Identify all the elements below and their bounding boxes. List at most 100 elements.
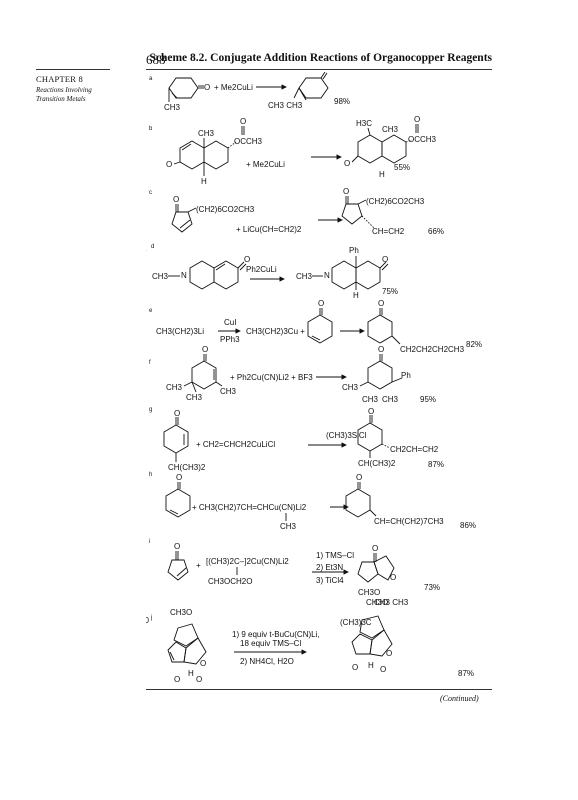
footer-rule — [146, 689, 492, 690]
entry-7-product-sub: CH2CH=CH2 — [390, 445, 439, 454]
svg-text:O: O — [204, 83, 210, 92]
entry-1-ring — [168, 77, 199, 99]
svg-text:O: O — [390, 573, 396, 582]
svg-text:O: O — [173, 195, 179, 204]
entry-10-sup: j — [150, 615, 152, 621]
entry-2: 2 b O CH3 H OCCH3 O + Me2CuLi O H3C CH3 … — [146, 115, 437, 186]
entry-4-product-ring-a — [331, 260, 357, 290]
svg-text:O: O — [166, 160, 172, 169]
entry-3-product-sub2: CH=CH2 — [372, 227, 405, 236]
header-rule — [146, 69, 492, 70]
svg-text:O: O — [372, 544, 378, 553]
entry-8-label: 8 — [146, 473, 147, 482]
entry-3-reagent: + LiCu(CH=CH2)2 — [236, 225, 302, 234]
entry-9-step-1: 1) TMS–Cl — [316, 551, 354, 560]
entry-10-label: 10 — [146, 616, 149, 625]
svg-text:O: O — [200, 659, 206, 668]
entry-10-step-2: 18 equiv TMS–Cl — [240, 639, 301, 648]
entry-7-start-sub: CH(CH3)2 — [168, 463, 206, 472]
entry-8: 8 h O + CH3(CH2)7CH=CHCu(CN)Li2 CH3 O CH… — [146, 472, 476, 531]
entry-4-product-h: H — [353, 291, 359, 300]
entry-6-product-ring — [367, 360, 393, 390]
entry-4-n-sub: CH3 — [152, 272, 169, 281]
entry-6-sub1: CH3 — [166, 383, 183, 392]
page-number: 688 — [146, 52, 166, 67]
entry-9-product-ring-b — [373, 555, 395, 581]
entry-2-ester: OCCH3 — [234, 137, 263, 146]
svg-text:O: O — [344, 159, 350, 168]
svg-text:O: O — [202, 345, 208, 354]
entry-2-start-sub: CH3 — [198, 129, 215, 138]
svg-text:O: O — [176, 473, 182, 482]
entry-6-sub2: CH3 — [186, 393, 203, 402]
entry-3-start-sub: (CH2)6CO2CH3 — [196, 205, 255, 214]
entry-2-product-h: H — [379, 170, 385, 179]
entry-9-step-2: 2) Et3N — [316, 563, 343, 572]
entry-9-label: 9 — [146, 540, 147, 549]
entry-4-sup: d — [151, 244, 154, 250]
svg-text:O: O — [174, 675, 180, 684]
entry-10-h: H — [188, 669, 194, 678]
entry-9-reagent-sub: CH3OCH2O — [208, 577, 252, 586]
svg-text:+: + — [196, 561, 201, 570]
entry-5-product-sub: CH2CH2CH2CH3 — [400, 345, 465, 354]
svg-text:N: N — [324, 271, 330, 280]
reaction-scheme: 1 a O CH3 + Me2CuLi O CH3 CH3 98% 2 b O … — [146, 72, 482, 684]
entry-4-ring-b — [213, 260, 239, 290]
entry-10-yield: 87% — [458, 669, 474, 678]
entry-8-product-ring — [345, 488, 371, 518]
entry-10-product-ring-b — [351, 633, 373, 655]
svg-text:O: O — [318, 299, 324, 308]
svg-text:O: O — [378, 299, 384, 308]
entry-8-reagent: + CH3(CH2)7CH=CHCu(CN)Li2 — [192, 503, 307, 512]
entry-3-yield: 66% — [428, 227, 444, 236]
entry-7-sup: g — [149, 407, 152, 413]
svg-text:O: O — [368, 407, 374, 416]
entry-4-reagent: Ph2CuLi — [246, 265, 277, 274]
entry-2-yield: 55% — [394, 163, 410, 172]
scheme-title: Scheme 8.2. Conjugate Addition Reactions… — [149, 52, 492, 64]
entry-10-product-ring-a — [359, 615, 385, 639]
entry-4-label: 4 — [146, 245, 147, 254]
entry-10-step-3: 2) NH4Cl, H2O — [240, 657, 294, 666]
svg-text:O: O — [174, 542, 180, 551]
entry-4-yield: 75% — [382, 287, 398, 296]
entry-7-reagent: + CH2=CHCH2CuLiCl — [196, 440, 275, 449]
entry-2-h: H — [201, 177, 207, 186]
entry-7-yield: 87% — [428, 460, 444, 469]
entry-1: 1 a O CH3 + Me2CuLi O CH3 CH3 98% — [146, 72, 350, 112]
entry-6-sub3: CH3 — [220, 387, 237, 396]
entry-2-product-ring-a — [357, 134, 383, 164]
entry-8-yield: 86% — [460, 521, 476, 530]
sidebar-rule — [36, 69, 110, 70]
entry-9-ring — [167, 559, 189, 581]
entry-6: 6 f O CH3 CH3 CH3 + Ph2Cu(CN)Li2 + BF3 O… — [146, 345, 436, 404]
svg-text:O: O — [244, 255, 250, 264]
entry-4-product-ring-b — [355, 260, 381, 290]
entry-5-product-ring — [367, 314, 393, 344]
entry-5-cuprate: CH3(CH2)3Cu + — [246, 327, 305, 336]
svg-text:O: O — [382, 255, 388, 264]
entry-2-label: 2 — [146, 127, 147, 136]
entry-9-product-sub2: CH3 CH3 — [374, 598, 409, 607]
entry-2-product-me2: CH3 — [382, 125, 399, 134]
entry-9: 9 i O + [(CH3)2C–]2Cu(CN)Li2 CH3OCH2O 1)… — [146, 539, 440, 607]
entry-9-reagent: [(CH3)2C–]2Cu(CN)Li2 — [206, 557, 289, 566]
svg-text:O: O — [325, 72, 331, 74]
entry-2-product-ester: OCCH3 — [408, 135, 437, 144]
entry-2-ring-b — [203, 140, 229, 170]
entry-8-product-sub: CH=CH(CH2)7CH3 — [374, 517, 444, 526]
entry-6-product-sub3: CH3 — [382, 395, 399, 404]
svg-text:O: O — [380, 665, 386, 674]
entry-2-product-ring-b — [381, 134, 407, 164]
entry-4: 4 d O N CH3 Ph2CuLi O Ph N CH3 H 75% — [146, 244, 398, 300]
entry-6-product-sub1: CH3 — [342, 383, 359, 392]
entry-8-reagent-sub: CH3 — [280, 522, 297, 531]
entry-1-start-sub: CH3 — [164, 103, 181, 112]
svg-text:O: O — [386, 649, 392, 658]
svg-text:O: O — [240, 117, 246, 126]
entry-6-sup: f — [149, 360, 151, 366]
entry-9-yield: 73% — [424, 583, 440, 592]
entry-4-ring-a — [189, 260, 215, 290]
sidebar-subtitle: Reactions Involving Transition Metals — [36, 86, 92, 103]
